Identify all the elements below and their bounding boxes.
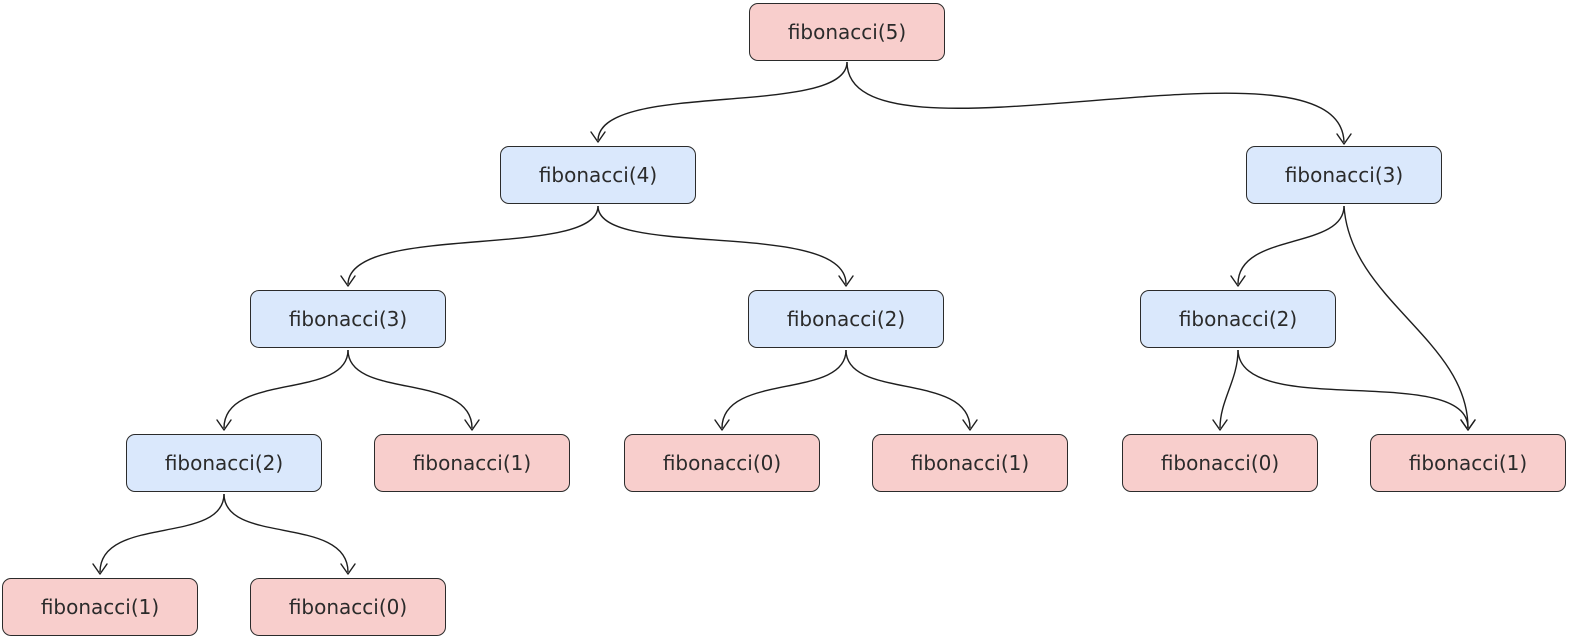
- node-fibonacci-1-f: fibonacci(1): [2, 578, 198, 636]
- node-fibonacci-4: fibonacci(4): [500, 146, 696, 204]
- arrowhead-fib4: [590, 131, 606, 143]
- edge-fib2-left-to-fib1-f: [99, 493, 225, 573]
- edge-fib3-right-to-fib2-right: [1237, 205, 1345, 285]
- arrowhead-fib1-far-b: [1460, 419, 1476, 431]
- arrowhead-fib1-a: [464, 419, 480, 431]
- edge-fib4-to-fib2-mid: [597, 205, 847, 285]
- arrowhead-fib2-left: [216, 419, 232, 431]
- arrowhead-fib1-f: [92, 563, 108, 575]
- edge-fib2-left-to-fib0-g: [223, 493, 349, 573]
- edge-fib5-to-fib3-right: [846, 61, 1345, 143]
- node-fibonacci-3-right: fibonacci(3): [1246, 146, 1442, 204]
- node-fibonacci-0-g: fibonacci(0): [250, 578, 446, 636]
- node-fibonacci-1-e: fibonacci(1): [1370, 434, 1566, 492]
- node-fibonacci-1-c: fibonacci(1): [872, 434, 1068, 492]
- arrowhead-fib3-right: [1336, 133, 1352, 145]
- edge-fib5-to-fib4: [597, 61, 848, 141]
- arrowhead-fib2-mid: [838, 275, 854, 287]
- edge-fib2-right-to-fib0-d: [1219, 349, 1239, 429]
- node-fibonacci-1-a: fibonacci(1): [374, 434, 570, 492]
- arrowhead-fib1-c: [962, 419, 978, 431]
- node-fibonacci-2-mid: fibonacci(2): [748, 290, 944, 348]
- edge-fib3-right-to-fib1-far: [1343, 205, 1469, 429]
- node-fibonacci-0-b: fibonacci(0): [624, 434, 820, 492]
- node-fibonacci-3-left: fibonacci(3): [250, 290, 446, 348]
- edge-fib2-mid-to-fib0-b: [721, 349, 847, 429]
- arrowhead-fib2-right: [1230, 275, 1246, 287]
- arrowhead-fib0-b: [714, 419, 730, 431]
- arrowhead-fib3-left: [340, 275, 356, 287]
- arrowhead-fib0-d: [1212, 419, 1228, 431]
- edge-fib3-left-to-fib1-a: [347, 349, 473, 429]
- edge-fib2-mid-to-fib1-c: [845, 349, 971, 429]
- node-fibonacci-0-d: fibonacci(0): [1122, 434, 1318, 492]
- edge-fib4-to-fib3-left: [347, 205, 599, 285]
- node-fibonacci-2-right: fibonacci(2): [1140, 290, 1336, 348]
- edge-fib3-left-to-fib2-left: [223, 349, 349, 429]
- node-fibonacci-2-left: fibonacci(2): [126, 434, 322, 492]
- edge-fib2-right-to-fib1-far: [1237, 349, 1469, 429]
- arrowhead-fib0-g: [340, 563, 356, 575]
- node-fibonacci-5: fibonacci(5): [749, 3, 945, 61]
